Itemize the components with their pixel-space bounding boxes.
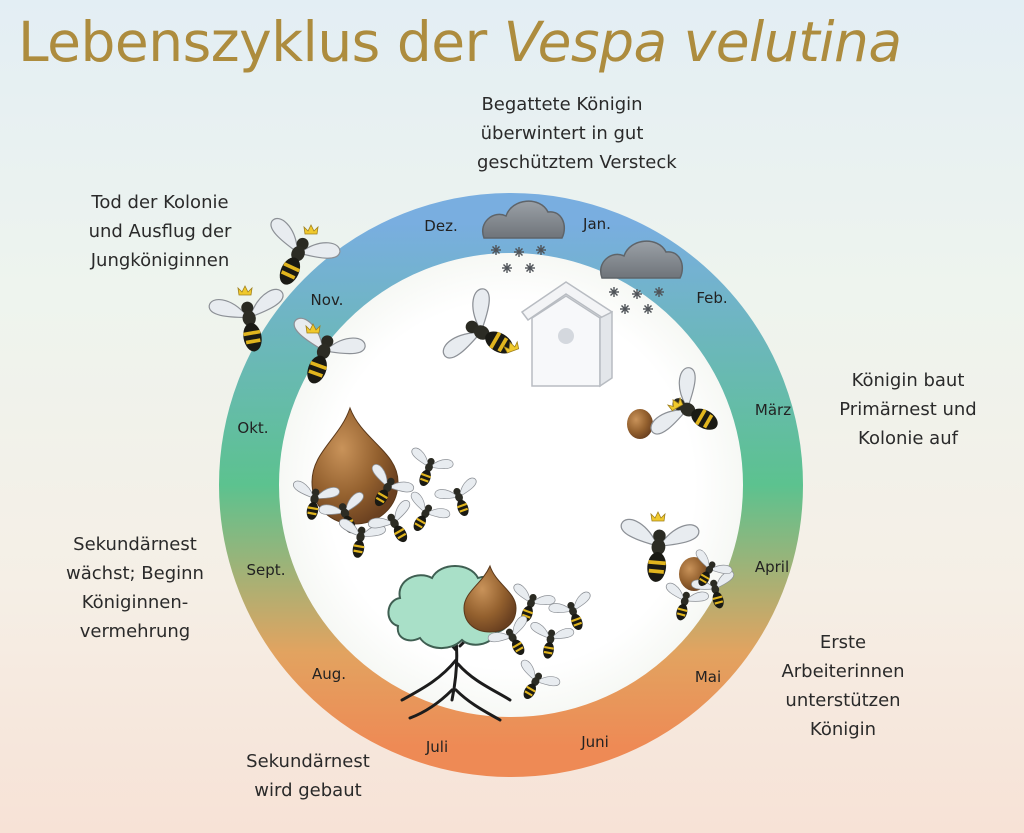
title-species: Vespa velutina <box>503 10 902 74</box>
note-july: Sekundärnest wird gebaut <box>246 751 370 801</box>
title-main: Lebenszyklus der <box>18 10 487 74</box>
page-title: Lebenszyklus der Vespa velutina <box>18 10 902 74</box>
queen-crown-icon <box>237 285 253 296</box>
month-apr: April <box>754 558 790 576</box>
month-feb: Feb. <box>696 289 728 307</box>
month-jan: Jan. <box>583 215 611 233</box>
month-dec: Dez. <box>424 217 458 235</box>
month-oct: Okt. <box>237 419 269 437</box>
month-jul: Juli <box>425 738 449 756</box>
note-spring: Königin baut Primärnest und Kolonie auf <box>839 370 977 449</box>
month-sep: Sept. <box>246 561 286 579</box>
cloud-icon <box>599 240 684 279</box>
nest-icon <box>463 564 517 633</box>
month-mar: März <box>754 401 792 419</box>
snowflake-icon <box>491 245 546 273</box>
month-may: Mai <box>694 668 722 686</box>
note-may: Erste Arbeiterinnen unterstützen Königin <box>781 632 905 740</box>
cloud-icon <box>481 200 566 239</box>
month-nov: Nov. <box>310 291 344 309</box>
nest-box-icon <box>520 281 614 388</box>
note-september: Sekundärnest wächst; Beginn Königinnen- … <box>66 534 204 642</box>
note-autumn: Tod der Kolonie und Ausflug der Jungköni… <box>88 192 232 271</box>
month-jun: Juni <box>581 733 609 751</box>
snowflake-icon <box>609 287 664 314</box>
queen-crown-icon <box>303 224 319 235</box>
nest-icon <box>627 409 653 439</box>
note-winter: Begattete Königin überwintert in gut ges… <box>477 94 677 173</box>
month-aug: Aug. <box>311 665 347 683</box>
